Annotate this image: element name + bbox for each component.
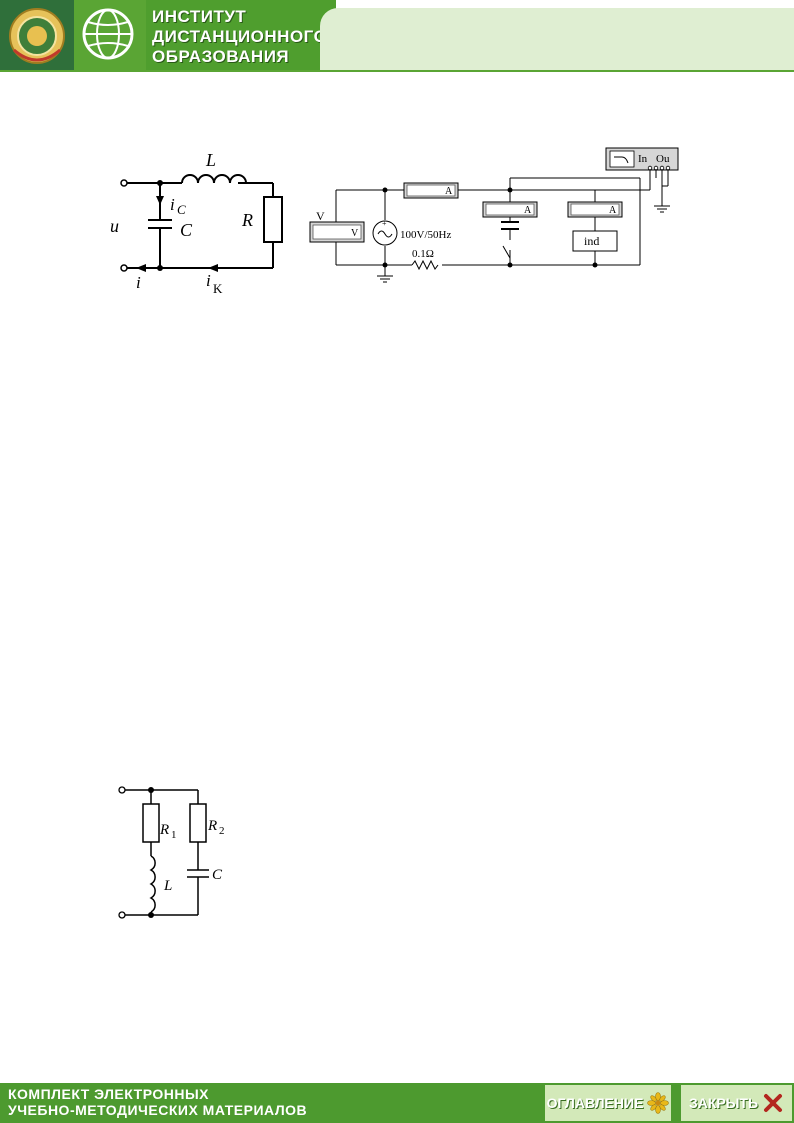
close-button-label: ЗАКРЫТЬ	[688, 1095, 759, 1111]
emblem-icon	[9, 8, 65, 64]
title-line-2: ДИСТАНЦИОННОГО	[152, 27, 328, 46]
label-R: R	[241, 210, 253, 230]
inductor-box-label: ind	[584, 234, 599, 248]
label-ik-sub: K	[213, 281, 223, 296]
page-footer: КОМПЛЕКТ ЭЛЕКТРОННЫХ УЧЕБНО-МЕТОДИЧЕСКИХ…	[0, 1083, 794, 1123]
title-line-3: ОБРАЗОВАНИЯ	[152, 47, 290, 66]
label-R1: R	[159, 822, 169, 838]
circuit-diagram-1: L R u i C C i i K	[110, 150, 283, 296]
svg-text:+: +	[382, 219, 387, 228]
resistor-label: 0.1Ω	[412, 248, 434, 260]
oscilloscope-screen	[609, 150, 635, 168]
label-C: C	[180, 220, 193, 240]
label-R1-sub: 1	[171, 829, 177, 841]
ammeter-main-unit: A	[445, 186, 453, 197]
institute-title: ИНСТИТУТ ДИСТАНЦИОННОГО ОБРАЗОВАНИЯ	[146, 0, 336, 72]
flower-icon	[647, 1092, 670, 1114]
close-button[interactable]: ЗАКРЫТЬ	[681, 1085, 792, 1121]
ac-source-icon	[372, 220, 398, 246]
label-R2-sub: 2	[219, 825, 225, 837]
inductor-box	[572, 230, 618, 252]
header-banner	[320, 8, 794, 72]
label-ik: i	[206, 271, 211, 290]
close-icon	[764, 1094, 783, 1112]
oscilloscope-out: Ou	[656, 153, 670, 165]
ammeter-capacitor-unit: A	[524, 205, 532, 216]
ammeter-inductor-unit: A	[609, 205, 617, 216]
contents-button[interactable]: ОГЛАВЛЕНИЕ	[545, 1085, 671, 1121]
footer-line-1: КОМПЛЕКТ ЭЛЕКТРОННЫХ	[8, 1086, 209, 1102]
label-ic-sub: C	[177, 202, 186, 217]
label-i: i	[136, 273, 141, 292]
oscilloscope-in: In	[638, 153, 648, 165]
label-L3: L	[163, 878, 172, 894]
page-header: ИНСТИТУТ ДИСТАНЦИОННОГО ОБРАЗОВАНИЯ	[0, 0, 794, 72]
institute-emblem-logo	[0, 0, 74, 72]
label-ic: i	[170, 195, 175, 214]
ground-icon	[377, 275, 393, 283]
circuit-diagram-2: V V A A A + 100V/50Hz 0.1Ω ind In Ou	[309, 147, 679, 283]
ground-icon-scope	[654, 200, 670, 213]
voltmeter-label: V	[316, 209, 325, 223]
footer-line-2: УЧЕБНО-МЕТОДИЧЕСКИХ МАТЕРИАЛОВ	[8, 1102, 308, 1118]
i-arrow-icon	[136, 264, 146, 272]
label-R2: R	[207, 818, 217, 834]
globe-icon	[82, 8, 134, 60]
contents-button-label: ОГЛАВЛЕНИЕ	[546, 1095, 644, 1111]
label-L: L	[205, 150, 216, 170]
voltmeter-unit: V	[351, 228, 359, 239]
header-divider	[0, 70, 794, 72]
label-u: u	[110, 216, 119, 236]
circuit-diagram-3: R 1 R 2 L C	[118, 786, 225, 919]
ik-arrow-icon	[208, 264, 218, 272]
title-line-1: ИНСТИТУТ	[152, 7, 247, 26]
globe-logo	[74, 0, 146, 72]
source-label: 100V/50Hz	[400, 229, 451, 241]
ic-arrow-icon	[156, 196, 164, 205]
label-C3: C	[212, 867, 223, 883]
resistor-symbol	[411, 259, 439, 271]
